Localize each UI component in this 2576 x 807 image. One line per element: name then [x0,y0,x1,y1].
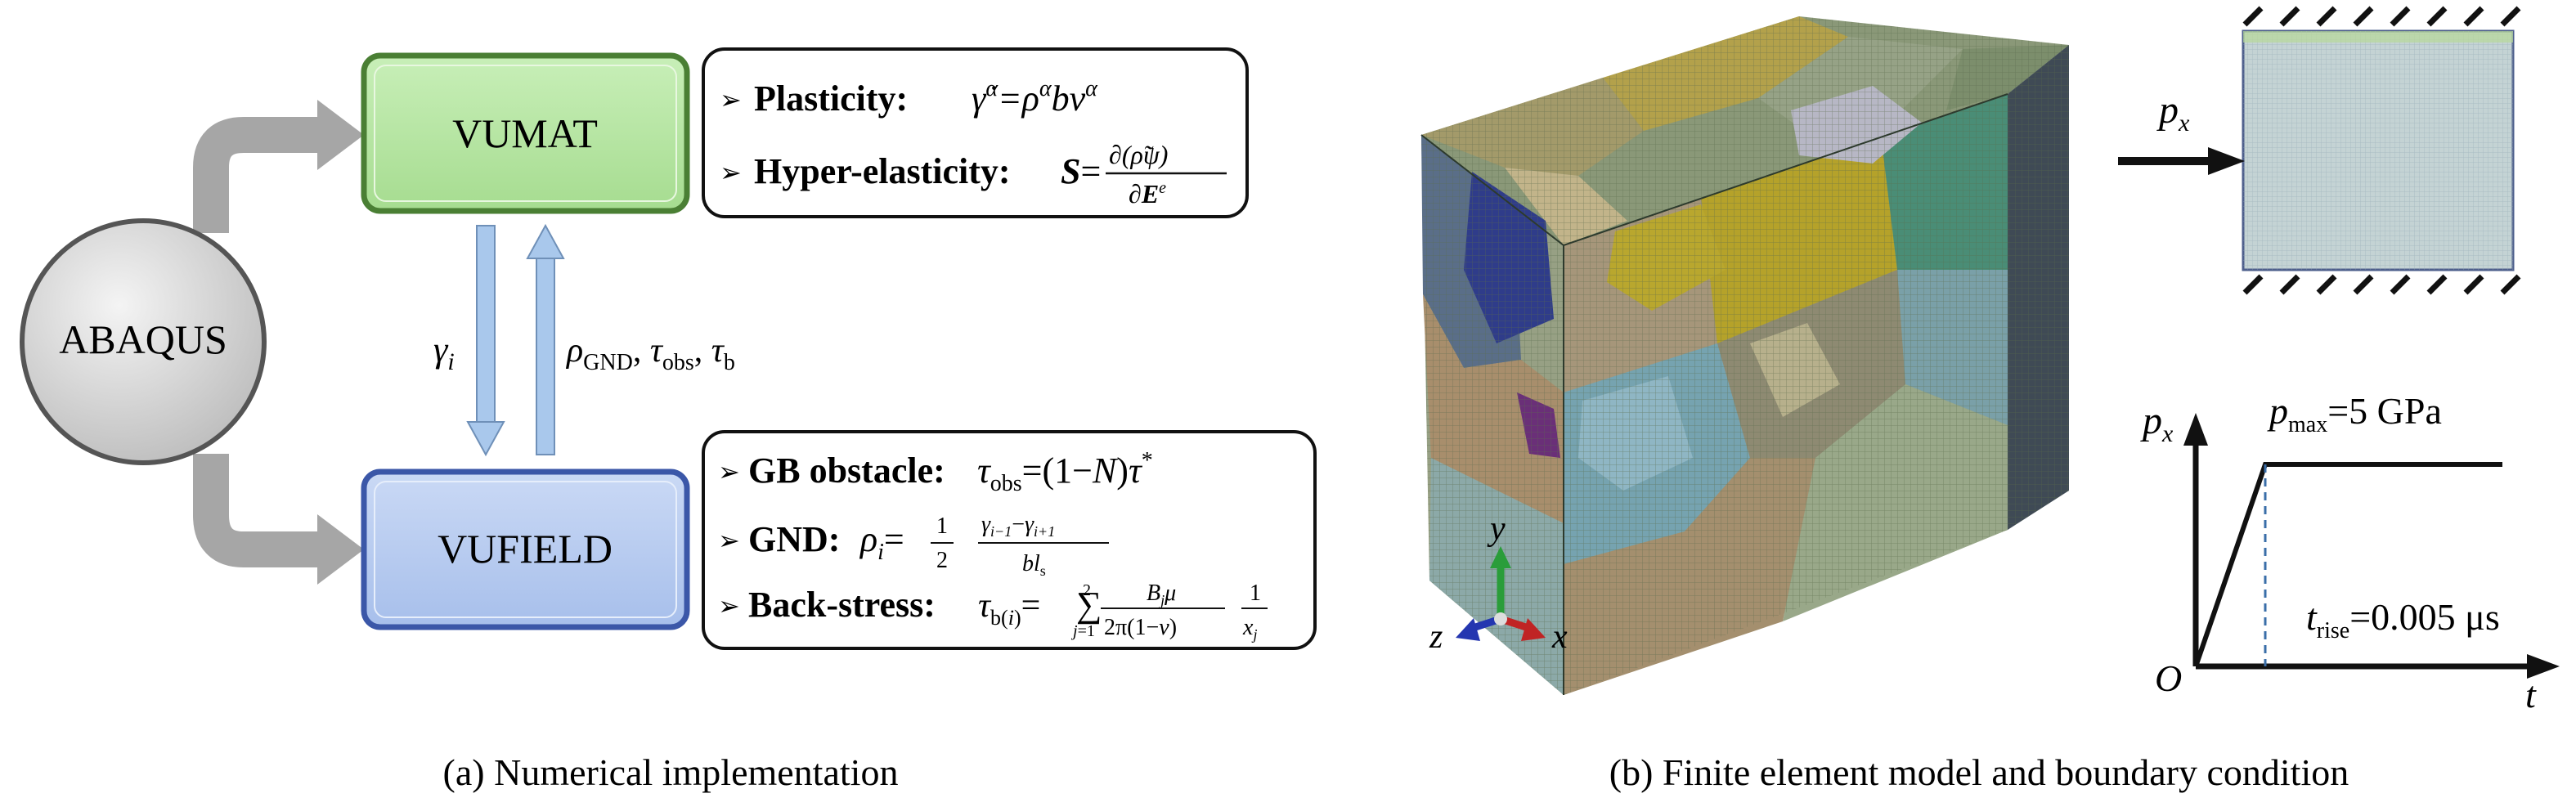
triad-x-label: x [1551,618,1568,656]
svg-text:➢: ➢ [718,591,740,621]
back-stress-item: ➢ Back-stress: τb(i)= ∑ 2 j=1 Bjμ 2π(1−ν… [718,581,1268,643]
hyperelasticity-formula: S= [1061,151,1101,191]
mesh-overlay [2008,45,2069,530]
sum-upper: 2 [1083,581,1091,599]
gnd-num: γi−1−γi+1 [981,512,1055,540]
abaqus-to-vufield-arrow [193,454,319,567]
gnd-item: ➢ GND: ρi= 1 2 γi−1−γi+1 bls [718,512,1109,579]
pmax-label: pmax=5 GPa [2267,390,2442,437]
svg-text:➢: ➢ [718,457,740,486]
polycrystal-cube [1420,16,2069,695]
plate-mesh [2243,31,2513,270]
vumat-inner-border [374,65,677,202]
abaqus-to-vufield-arrowhead [317,514,364,585]
panel-b: y x z px [1420,6,2560,793]
gb-obstacle-formula: τobs=(1−N)τ* [977,448,1153,496]
axis-x-label: t [2525,674,2537,715]
gnd-rho: ρi= [859,519,904,565]
mesh-overlay [1421,135,1564,695]
gb-obstacle-item: ➢ GB obstacle: τobs=(1−N)τ* [718,448,1153,496]
constitutive-box [702,47,1249,218]
vumat-node [361,52,690,214]
load-label: px [2156,88,2190,137]
svg-text:➢: ➢ [720,158,742,187]
vumat-label: VUMAT [452,110,598,156]
vufield-node [361,469,690,630]
up-arrow [526,223,565,455]
hyperelasticity-label: Hyper-elasticity: [754,151,1011,191]
y-axis-arrowhead [2183,413,2208,446]
bs-den: 2π(1−ν) [1104,615,1177,640]
coordinate-triad: y x z [1429,510,1568,656]
abaqus-label: ABAQUS [59,316,227,362]
caption-b: (b) Finite element model and boundary co… [1609,751,2349,793]
arrow-up-label: ρGND, τobs, τb [565,332,735,375]
load-arrow [2118,147,2245,175]
down-arrow [466,225,505,457]
svg-text:➢: ➢ [718,526,740,555]
boundary-plate: px [2118,6,2521,295]
gnd-label: GND: [748,519,840,559]
gnd-half-num: 1 [936,513,948,539]
top-fixed-hatch [2242,6,2521,27]
axis-y-label: px [2140,399,2174,447]
field-box [702,430,1317,650]
panel-a: ABAQUS VUMAT VUFIELD γi ρGND, τobs, τb ➢… [20,47,1317,793]
sum-lower: j=1 [1070,622,1095,640]
triad-y-label: y [1487,510,1506,548]
gnd-half-den: 2 [936,548,948,573]
abaqus-to-vumat-arrow [193,117,319,233]
vufield-label: VUFIELD [438,526,613,572]
plate-top-strip [2243,31,2513,43]
back-stress-sum: ∑ [1076,585,1102,625]
svg-text:➢: ➢ [720,85,742,114]
frac-numerator: ∂(ρ̃ψ) [1109,140,1168,169]
triad-z-label: z [1429,618,1443,656]
vufield-inner-border [374,481,677,618]
trise-label: trise=0.005 μs [2306,596,2500,643]
bs-inv-num: 1 [1250,581,1261,606]
plasticity-label: Plasticity: [754,78,908,119]
loading-curve-plot: px pmax=5 GPa trise=0.005 μs O t [2140,390,2560,715]
gb-obstacle-label: GB obstacle: [748,451,945,491]
abaqus-node [20,218,267,465]
arrow-down-label: γi [433,330,455,375]
mesh-overlay [1564,94,2008,695]
back-stress-tau: τb(i)= [978,587,1040,630]
origin-label: O [2155,657,2182,699]
caption-a: (a) Numerical implementation [443,751,899,793]
bottom-fixed-hatch [2242,274,2521,295]
x-axis-arrowhead [2527,654,2560,679]
hyperelasticity-item: ➢ Hyper-elasticity: S= ∂(ρ̃ψ) ∂Ee [720,140,1227,208]
back-stress-label: Back-stress: [748,585,936,625]
abaqus-to-vumat-arrowhead [317,100,364,170]
mesh-overlay [1421,16,2069,245]
